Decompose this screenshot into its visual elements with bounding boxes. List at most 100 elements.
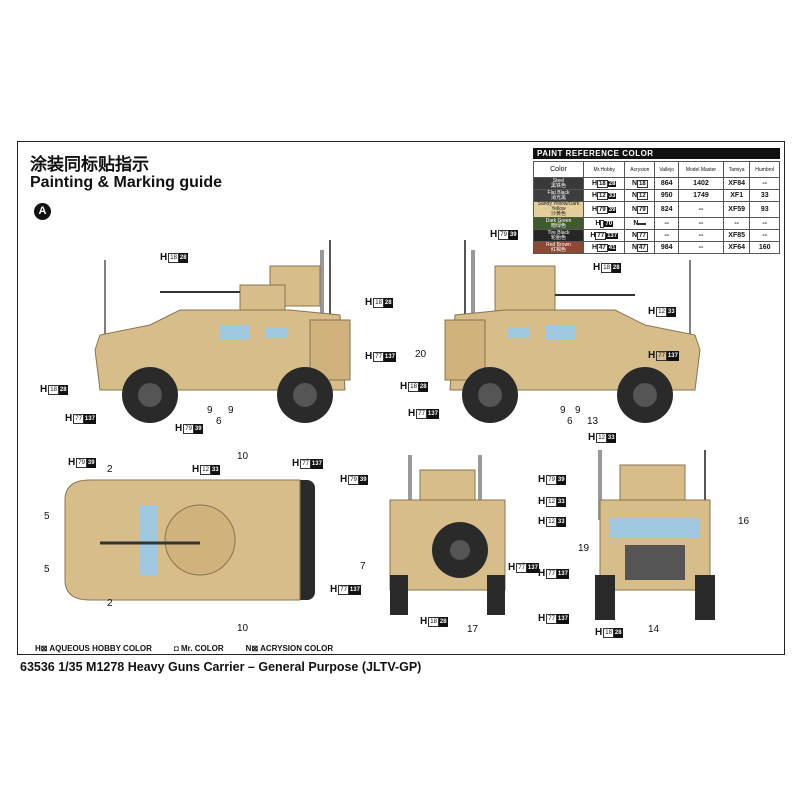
part-number-label: 19 [578,543,590,554]
hobby-code: 77 [546,568,557,579]
table-heading: PAINT REFERENCE COLOR [533,148,780,159]
mr-color-code: 33 [666,306,676,317]
color-name: Steel [552,177,565,184]
tamiya-code: -- [722,217,751,230]
tamiya-code: XF64 [722,241,751,254]
hobby-code: 18 [428,616,439,627]
hobby-code: 12 [200,464,211,475]
hobby-code: 77 [516,562,527,573]
part-number-label: 14 [648,624,660,635]
hobby-code: 12 [546,516,557,527]
vehicle-top-view [64,479,315,601]
color-name: Flat Black [547,189,570,196]
vallejo-code: 950 [654,189,680,202]
page-title: Painting & Marking guide [30,174,223,191]
legend-mr-color: ◘ Mr. COLOR [173,644,224,653]
part-number-label: 13 [587,416,599,427]
hobby-code: 79 [546,474,557,485]
mr-color-code: 137 [83,413,96,424]
mr-color-code: 39 [358,474,368,485]
legend-hobby: H⊠ AQUEOUS HOBBY COLOR [35,644,152,653]
legend-acrysion: N⊠ ACRYSION COLOR [245,644,334,653]
mr-color-code: 137 [348,584,361,595]
part-number-label: 5 [44,564,50,575]
hobby-code: 77 [300,458,311,469]
hobby-code: 12 [596,432,607,443]
part-number-label: 6 [567,416,573,427]
mr-color-code: 137 [526,562,539,573]
hobby-code: 79 [348,474,359,485]
footer-product-title: 63536 1/35 M1278 Heavy Guns Carrier – Ge… [20,660,422,674]
part-number-label: 10 [237,623,249,634]
hobby-code: 18 [603,627,614,638]
vallejo-code: 864 [654,177,680,190]
tamiya-code: XF85 [722,229,751,242]
mr-color-code: 39 [193,423,203,434]
humbrol-code: 93 [749,201,780,218]
part-number-label: 16 [738,516,750,527]
vehicle-right-side-view [444,240,701,423]
mr-color-code: 33 [210,464,220,475]
tamiya-code: XF1 [722,189,751,202]
mr-color-code: 39 [86,457,96,468]
tamiya-code: XF84 [722,177,751,190]
vehicle-rear-view [389,455,506,615]
part-number-label: 2 [107,598,113,609]
mr-color-code: 39 [508,229,518,240]
mr-color-code: 28 [383,297,393,308]
humbrol-code: -- [749,229,780,242]
part-number-label: 10 [237,451,249,462]
color-name-cn: 黑铁色 [550,182,566,189]
column-header: Model Master [678,161,724,178]
color-name: Red Brown [546,241,571,248]
humbrol-code: 160 [749,241,780,254]
mr-color-code: 33 [556,496,566,507]
model-master-code: -- [678,241,724,254]
mr-color-code: 39 [556,474,566,485]
color-name-cn: 消光黑 [550,194,566,201]
column-header: Color [533,161,584,178]
hobby-code: 79 [498,229,509,240]
mr-color-code: 137 [310,458,323,469]
part-number-label: 2 [107,464,113,475]
humbrol-code: -- [749,217,780,230]
section-badge: A [34,203,51,220]
color-name-cn: 沙黄色 [550,211,566,217]
color-name: Tire Black [547,229,570,236]
humbrol-code: 33 [749,189,780,202]
